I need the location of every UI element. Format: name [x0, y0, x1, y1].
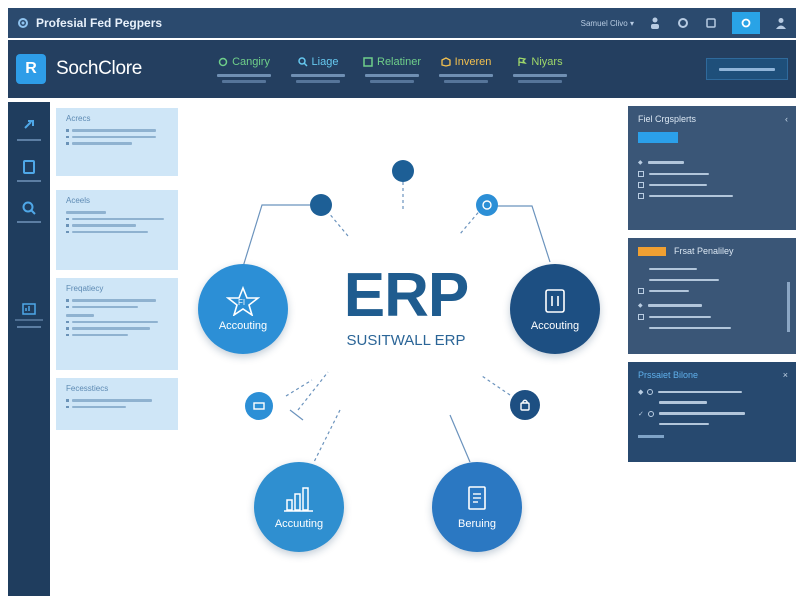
node-upper-right[interactable] — [476, 194, 498, 216]
profile-button[interactable] — [732, 12, 760, 34]
card-title: Freqatiecy — [66, 284, 104, 293]
user-menu[interactable]: Samuel Clivo ▾ — [580, 18, 634, 28]
chart-icon — [22, 303, 36, 315]
search-icon — [22, 201, 36, 215]
window-title: Profesial Fed Pegpers — [36, 16, 163, 30]
nav-label: Niyars — [531, 55, 563, 68]
top-nav: Cangiry Liage Relatiner Inveren — [208, 56, 578, 83]
receipt-icon — [545, 289, 565, 313]
link-icon — [24, 120, 34, 129]
nav-item-relations[interactable]: Relatiner — [356, 56, 428, 83]
sidebar-item-search[interactable] — [17, 200, 41, 223]
left-card-4[interactable]: Fecesstiecs — [56, 378, 178, 430]
nav-item-inventory[interactable]: Inveren — [430, 56, 502, 83]
header-action-button[interactable] — [706, 58, 788, 80]
brand-name: SochClore — [56, 58, 143, 79]
panel-title: Frsat Penaliley — [674, 246, 734, 256]
nav-label: Inveren — [454, 55, 492, 68]
cycle-icon — [218, 57, 228, 66]
box-icon — [441, 56, 451, 67]
panel-title: Prssaiet Bilone — [638, 370, 699, 380]
nav-label: Cangiry — [232, 55, 270, 68]
right-panel-3: Prssaiet Bilone × ◆ ✓ — [628, 362, 796, 462]
main-header: R SochClore Cangiry Liage Relatiner — [8, 40, 796, 98]
nav-label: Relatiner — [377, 55, 422, 68]
card-title: Aceels — [66, 196, 91, 205]
app-logo[interactable]: R — [16, 54, 46, 84]
scrollbar[interactable] — [787, 282, 790, 332]
module-accounting-left[interactable]: FI Accouting — [198, 264, 288, 354]
node-lower-left[interactable] — [245, 392, 273, 420]
status-badge — [638, 246, 666, 256]
module-accounting-right[interactable]: Accouting — [510, 264, 600, 354]
node-top-dot[interactable] — [392, 160, 414, 182]
nav-item-liage[interactable]: Liage — [282, 56, 354, 83]
people-icon[interactable] — [648, 16, 662, 30]
erp-subtitle: SUSITWALL ERP — [346, 332, 466, 349]
card-title: Acrecs — [66, 114, 91, 123]
star-icon: FI — [226, 286, 260, 316]
module-badge: FI — [238, 298, 245, 307]
bar-chart-icon — [284, 487, 313, 512]
left-card-3[interactable]: Freqatiecy — [56, 278, 178, 370]
flag-icon — [518, 56, 528, 66]
truck-icon — [253, 402, 265, 410]
shield-icon — [482, 200, 492, 210]
user-icon[interactable] — [774, 16, 788, 30]
app-gear-icon — [18, 18, 28, 28]
sidebar-item-reports[interactable] — [15, 301, 43, 328]
notification-icon[interactable] — [704, 16, 718, 30]
erp-diagram: FI Accouting Accouting Accuuting Beruing… — [190, 110, 620, 600]
document-icon — [23, 160, 35, 174]
module-label: Accouting — [218, 320, 268, 332]
left-sidebar — [8, 102, 50, 596]
sidebar-item-docs[interactable] — [17, 159, 41, 182]
left-card-2[interactable]: Aceels — [56, 190, 178, 270]
nav-label: Liage — [311, 55, 339, 68]
connector-lines — [241, 182, 551, 463]
invoice-icon — [468, 486, 486, 510]
module-label: Beruing — [458, 518, 496, 530]
node-lower-right[interactable] — [510, 390, 540, 420]
grid-icon — [363, 56, 373, 67]
collapse-icon[interactable]: ‹ — [785, 114, 788, 124]
close-icon[interactable]: × — [782, 370, 788, 380]
left-card-1[interactable]: Acrecs — [56, 108, 178, 176]
right-panel-1: Fiel Crgsplerts ‹ ◆ — [628, 106, 796, 230]
module-label: Accuuting — [274, 518, 324, 530]
nav-item-niyars[interactable]: Niyars — [504, 56, 576, 83]
module-label: Accouting — [530, 320, 580, 332]
search-icon — [297, 56, 308, 67]
nav-item-category[interactable]: Cangiry — [208, 56, 280, 83]
top-bar: Profesial Fed Pegpers Samuel Clivo ▾ — [8, 8, 796, 38]
panel-action-button[interactable] — [638, 132, 678, 143]
gear-icon — [741, 18, 751, 28]
node-upper-left-dot[interactable] — [310, 194, 332, 216]
lock-icon — [520, 399, 530, 411]
card-title: Fecesstiecs — [66, 384, 109, 393]
settings-icon[interactable] — [676, 16, 690, 30]
module-accounting-bottom[interactable]: Accuuting — [254, 462, 344, 552]
right-panel-2: Frsat Penaliley ◆ — [628, 238, 796, 354]
panel-title: Fiel Crgsplerts — [638, 114, 697, 124]
sidebar-item-integrations[interactable] — [17, 118, 41, 141]
module-billing[interactable]: Beruing — [432, 462, 522, 552]
erp-title: ERP — [343, 261, 469, 330]
